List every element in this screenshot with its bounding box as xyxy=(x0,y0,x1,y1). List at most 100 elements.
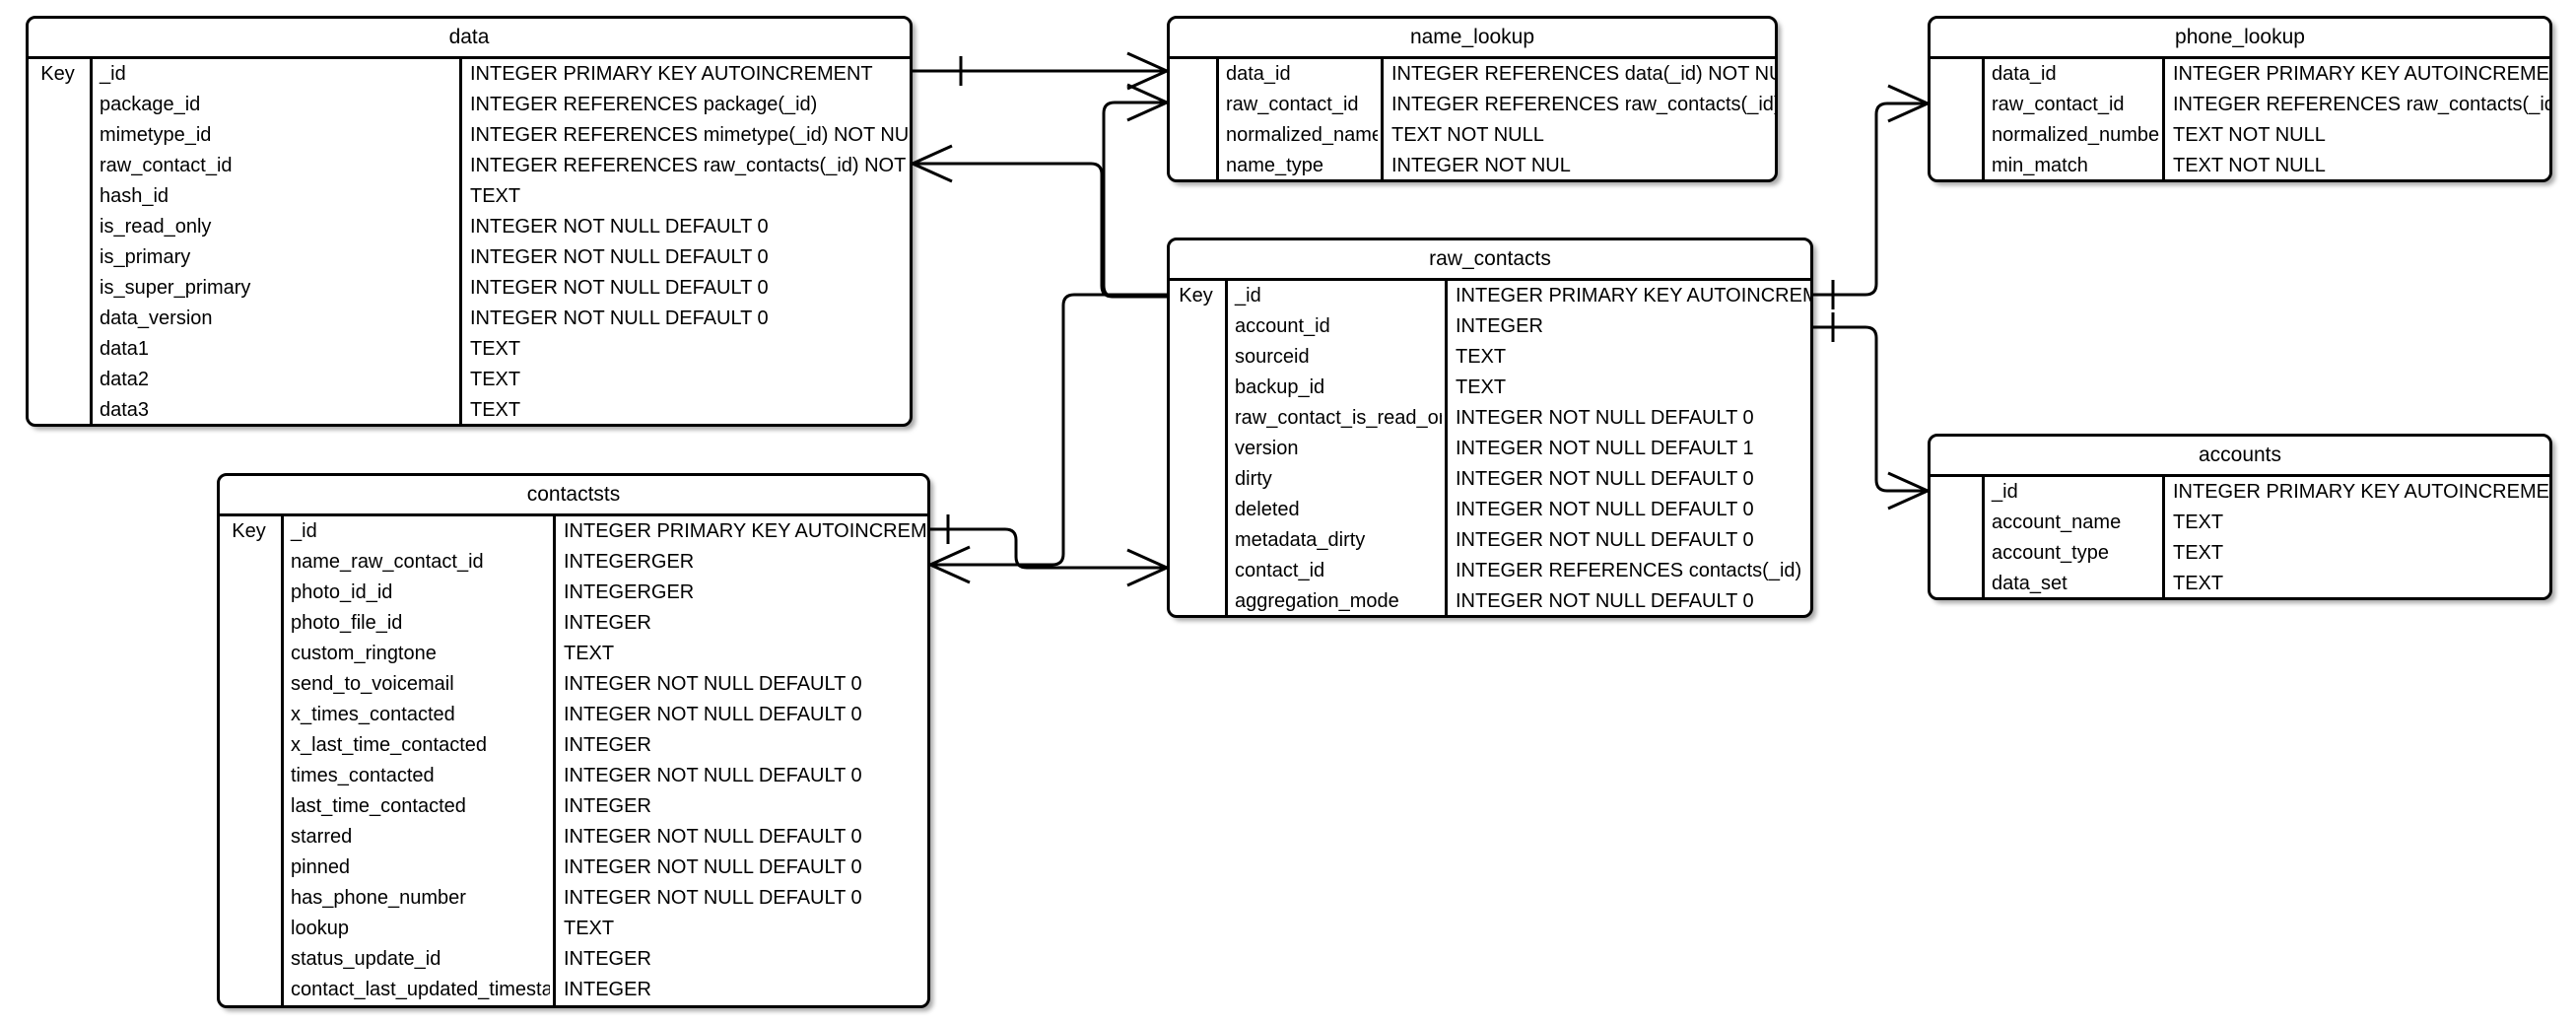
field-type: INTEGER xyxy=(1456,315,1543,337)
field-key-marker xyxy=(220,883,281,914)
field-type: INTEGER PRIMARY KEY AUTOINCREMEN xyxy=(2173,63,2549,85)
field-name: is_super_primary xyxy=(100,277,251,299)
field-type: INTEGER NOT NUL xyxy=(1391,155,1571,176)
field-type: TEXT xyxy=(470,399,521,421)
field-name: dirty xyxy=(1235,468,1272,490)
field-key-marker xyxy=(220,669,281,700)
field-name: starred xyxy=(291,826,353,848)
field-name: _id xyxy=(291,520,317,542)
entity-title-raw_contacts: raw_contacts xyxy=(1170,240,1810,281)
field-key-marker xyxy=(29,304,90,334)
field-type: INTEGERGER xyxy=(564,551,695,573)
field-type: INTEGER NOT NULL DEFAULT 0 xyxy=(564,826,862,848)
field-type: INTEGER REFERENCES contacts(_id) xyxy=(1456,560,1802,581)
field-row[interactable]: starred INTEGER NOT NULL DEFAULT 0 xyxy=(220,822,927,852)
field-key-marker xyxy=(1170,342,1225,373)
connector-data-to-name_lookup xyxy=(913,51,1168,91)
connector-contactsts-to-raw_contacts xyxy=(930,514,1168,587)
field-key-marker xyxy=(29,334,90,365)
field-row[interactable]: data3 TEXT xyxy=(29,395,910,424)
field-key-marker xyxy=(1170,464,1225,495)
field-key-marker xyxy=(1170,151,1216,179)
field-name: data_set xyxy=(1992,573,2068,594)
field-name: account_name xyxy=(1992,512,2122,533)
field-key-marker xyxy=(1170,556,1225,586)
field-type: INTEGER REFERENCES data(_id) NOT NULL xyxy=(1391,63,1775,85)
field-name: sourceid xyxy=(1235,346,1310,368)
field-key-marker xyxy=(220,975,281,1005)
field-name: data3 xyxy=(100,399,150,421)
crowsfoot-many xyxy=(1887,84,1929,123)
field-row[interactable]: sourceid TEXT xyxy=(1170,342,1810,373)
field-type: INTEGER NOT NULL DEFAULT 1 xyxy=(1456,438,1754,459)
field-name: is_primary xyxy=(100,246,191,268)
field-type: INTEGER PRIMARY KEY AUTOINCREMENT xyxy=(470,63,873,85)
field-type: TEXT NOT NULL xyxy=(1391,124,1544,146)
field-key-marker xyxy=(1170,586,1225,615)
field-name: _id xyxy=(1235,285,1261,307)
field-key-marker xyxy=(1931,508,1982,538)
field-type: TEXT xyxy=(1456,346,1507,368)
field-key-marker xyxy=(220,608,281,639)
field-key-marker xyxy=(29,395,90,424)
crowsfoot-many xyxy=(1126,83,1168,122)
field-type: INTEGER NOT NULL DEFAULT 0 xyxy=(564,765,862,786)
field-name: custom_ringtone xyxy=(291,643,437,664)
